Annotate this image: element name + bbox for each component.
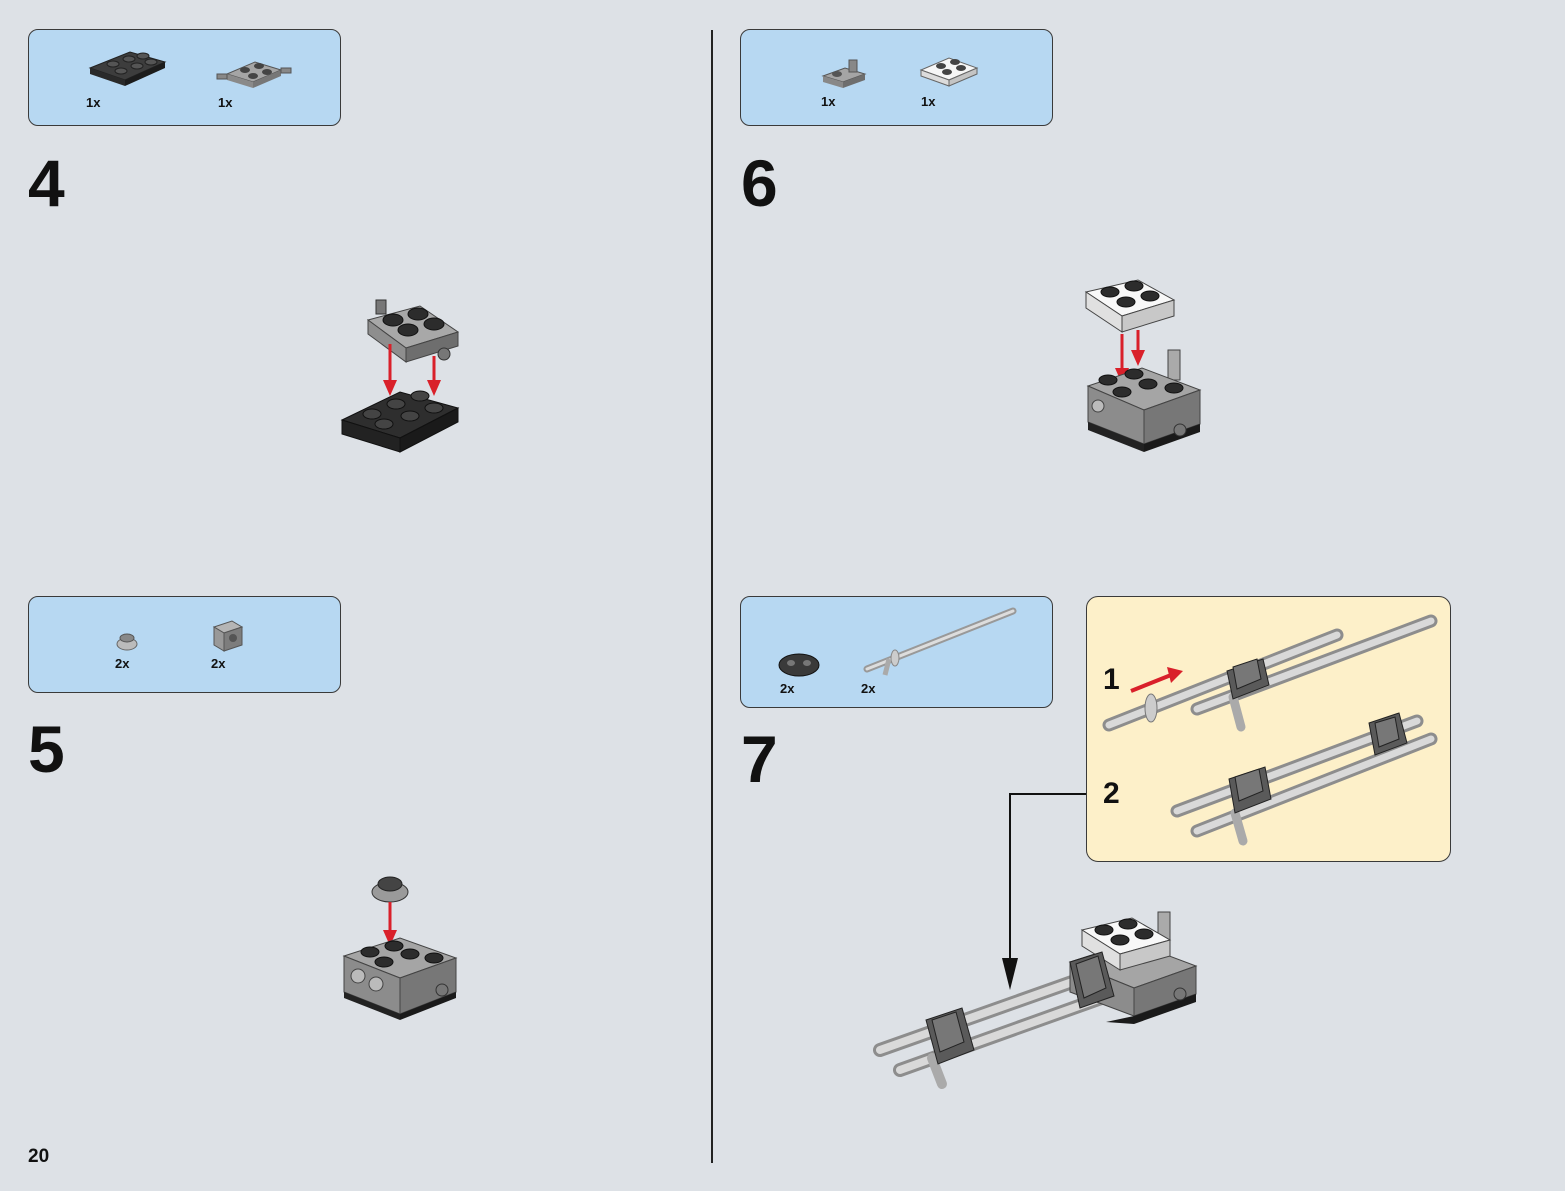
- long-bar-icon: [863, 607, 1017, 676]
- step-5-part-1-qty: 2x: [115, 656, 130, 671]
- step-5-assembly-illustration: [342, 876, 458, 1020]
- step-7-number: 7: [741, 722, 778, 796]
- step-7-assembly-illustration: [873, 911, 1198, 1089]
- step-6-assembly-illustration: [1084, 279, 1202, 452]
- step-4-part-2-qty: 1x: [218, 95, 233, 110]
- substep-1-illustration: [1102, 614, 1438, 732]
- step-6-number: 6: [741, 146, 778, 220]
- dark-plate-2x3-icon: [88, 51, 167, 86]
- brick-with-hole-icon: [212, 620, 244, 652]
- step-7-part-1-qty: 2x: [780, 681, 795, 696]
- gray-clip-plate-icon: [821, 59, 867, 88]
- step-4-assembly-illustration: [340, 299, 460, 453]
- step-6-part-1-qty: 1x: [821, 94, 836, 109]
- step-5-number: 5: [28, 712, 65, 786]
- page-number: 20: [28, 1146, 50, 1167]
- substep-1-number: 1: [1103, 663, 1120, 696]
- step-7-part-2-qty: 2x: [861, 681, 876, 696]
- step-5-part-2-qty: 2x: [211, 656, 226, 671]
- page-divider: [711, 30, 713, 1163]
- substep-2-illustration: [1170, 712, 1438, 846]
- step-7-substep-box: 1 2: [1086, 596, 1451, 862]
- step-7-callout-line: [1002, 793, 1086, 990]
- white-plate-2x2-icon: [919, 57, 979, 87]
- substep-2-number: 2: [1103, 777, 1120, 810]
- gray-plate-with-pins-icon: [216, 61, 292, 88]
- step-5-parts-box: 2x 2x: [28, 596, 341, 693]
- step-7-parts-box: 2x 2x: [740, 596, 1053, 708]
- dark-connector-icon: [778, 653, 820, 677]
- step-6-part-2-qty: 1x: [921, 94, 936, 109]
- step-4-number: 4: [28, 146, 65, 220]
- step-4-part-1-qty: 1x: [86, 95, 101, 110]
- round-stud-icon: [116, 633, 138, 651]
- step-4-parts-box: 1x 1x: [28, 29, 341, 126]
- step-6-parts-box: 1x 1x: [740, 29, 1053, 126]
